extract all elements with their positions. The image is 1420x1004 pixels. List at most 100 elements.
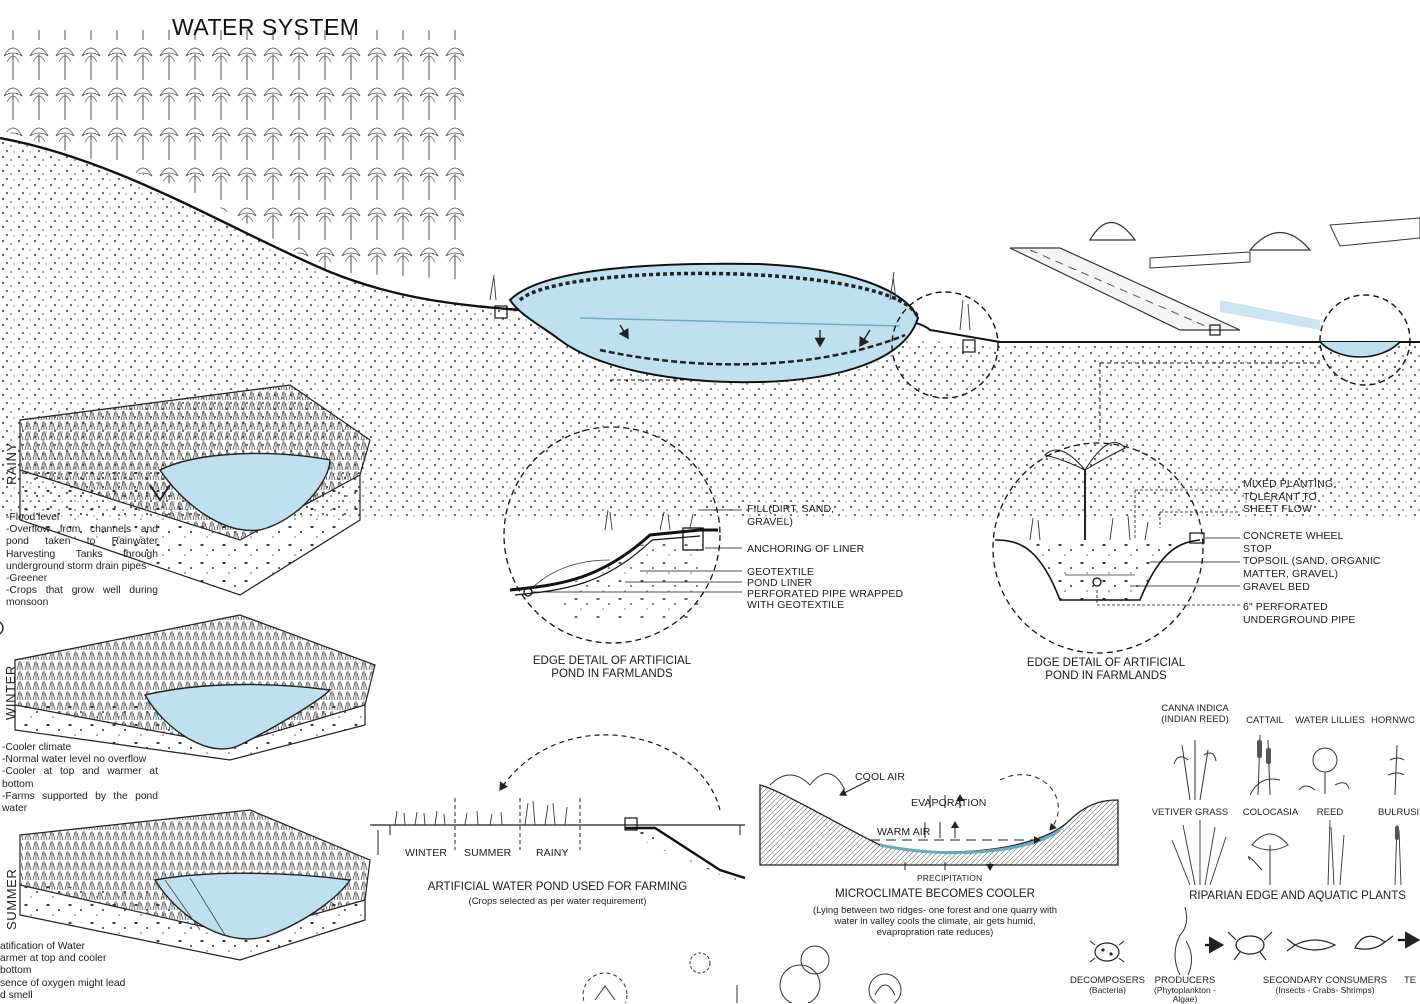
label-fill: FILL(DIRT, SAND, GRAVEL) [747, 503, 835, 528]
note-line: bottom [0, 965, 32, 977]
vetiver-grass-drawing [1171, 820, 1227, 886]
label-evaporation: EVAPORATION [911, 797, 987, 809]
note-line: atification of Water [0, 941, 85, 952]
label-line: UNDERGROUND PIPE [1243, 613, 1356, 626]
edge-detail-left [503, 426, 742, 644]
microclimate-diagram [759, 773, 1119, 870]
label-geotextile: GEOTEXTILE [747, 566, 814, 578]
reed-drawing [1327, 819, 1345, 886]
plant-label-hornwort: HORNWC [1371, 715, 1415, 726]
food-line: DECOMPOSERS [1070, 975, 1145, 986]
label-line: STOP [1243, 542, 1272, 555]
subcaption-microclimate: (Lying between two ridges- one forest an… [775, 905, 1095, 938]
season-notes-summer: atification of Water armer at top and co… [0, 941, 160, 1002]
note-line: d smell [0, 989, 33, 1001]
season-block-summer [19, 809, 371, 961]
season-block-rainy [19, 384, 371, 596]
label-line: TOLERANT TO [1243, 490, 1317, 503]
note-line: armer at top and cooler [0, 953, 107, 965]
food-chain-decomposers: DECOMPOSERS (Bacteria) [1060, 975, 1155, 995]
label-line: MATTER, GRAVEL) [1243, 567, 1339, 580]
label-line: 6" PERFORATED [1243, 601, 1328, 613]
plant-line: (INDIAN REED) [1161, 714, 1229, 725]
crab-icon [1227, 931, 1273, 961]
note-line: -Cooler at top and warmer at bottom [2, 766, 158, 790]
label-line: MIXED PLANTING [1243, 478, 1334, 490]
plant-label-bulrush: BULRUSI [1378, 807, 1420, 818]
note-line: sence of oxygen might lead [0, 977, 126, 989]
caption-line: POND IN FARMLANDS [1045, 670, 1167, 682]
label-line: SHEET FLOW [1243, 503, 1313, 515]
caption-line: EDGE DETAIL OF ARTIFICIAL [1026, 657, 1186, 669]
pond [508, 262, 920, 384]
food-chain-secondary-consumers: SECONDARY CONSUMERS (Insects - Crabs- Sh… [1255, 975, 1395, 995]
food-chain [1089, 906, 1420, 976]
crop-label-rainy: RAINY [536, 847, 569, 859]
colocasia-drawing [1248, 833, 1289, 885]
food-line: SECONDARY CONSUMERS [1262, 975, 1388, 986]
page-title: WATER SYSTEM [172, 14, 360, 40]
plant-line: CANNA INDICA [1161, 703, 1229, 714]
food-line: (Phytoplankton - [1154, 985, 1216, 995]
season-notes-winter: -Cooler climate -Normal water level no o… [2, 742, 158, 815]
note-line: -Normal water level no overflow [2, 754, 147, 766]
bacteria-icon [1089, 940, 1125, 963]
caption-microclimate: MICROCLIMATE BECOMES COOLER [835, 888, 1035, 900]
season-label-winter: WINTER [3, 665, 18, 720]
farming-pond-diagram [370, 734, 746, 885]
crop-label-winter: WINTER [405, 847, 448, 859]
label-underground-pipe: 6" PERFORATED UNDERGROUND PIPE [1243, 601, 1355, 626]
caption-aquatic-plants: RIPARIAN EDGE AND AQUATIC PLANTS [1189, 890, 1406, 902]
food-line: PRODUCERS [1154, 975, 1216, 986]
note-line: -Flood level [6, 512, 60, 523]
plant-label-colocasia: COLOCASIA [1242, 807, 1299, 818]
food-chain-tertiary: TE [1404, 975, 1417, 986]
label-perforated-pipe: PERFORATED PIPE WRAPPED [747, 588, 904, 600]
note-line: -Farms supported by the pond water [2, 790, 158, 815]
plant-label-vetiver-grass: VETIVER GRASS [1151, 807, 1229, 818]
season-label-summer: SUMMER [4, 868, 19, 930]
algae-icon [1174, 906, 1192, 976]
lobster-icon [1286, 938, 1337, 952]
label-concrete-wheel-stop: CONCRETE WHEEL STOP [1243, 530, 1344, 555]
season-notes-rainy: -Flood level -Overflow from channels and… [6, 512, 158, 610]
bottom-partial-drawings [0, 621, 902, 1003]
water-lillies-drawing [1298, 747, 1350, 794]
season-label-rainy: RAINY [4, 442, 19, 485]
food-line: Algae) [1172, 994, 1198, 1004]
caption-edge-detail-left: EDGE DETAIL OF ARTIFICIAL POND IN FARMLA… [512, 655, 712, 681]
label-cool-air: COOL AIR [855, 771, 906, 783]
caption-line: POND IN FARMLANDS [551, 668, 673, 680]
plant-label-reed: REED [1316, 807, 1344, 818]
sub-line: water in valley cools the climate, air g… [834, 916, 1036, 927]
label-gravel-bed: GRAVEL BED [1243, 581, 1310, 593]
plant-label-canna-indica: CANNA INDICA (INDIAN REED) [1150, 703, 1240, 725]
bulrush-drawing [1394, 824, 1402, 886]
note-line: -Cooler climate [2, 742, 72, 753]
plant-label-cattail: CATTAIL [1246, 715, 1284, 726]
food-line: (Bacteria) [1089, 985, 1126, 995]
note-line: -Greener [6, 573, 48, 585]
shrimp-icon [1354, 935, 1394, 950]
season-block-winter [14, 614, 376, 761]
label-anchoring: ANCHORING OF LINER [747, 543, 865, 555]
plant-label-water-lillies: WATER LILLIES [1295, 715, 1365, 726]
label-pond-liner: POND LINER [747, 577, 813, 589]
sub-line: evapropration rate reduces) [876, 927, 994, 938]
label-topsoil: TOPSOIL (SAND, ORGANIC MATTER, GRAVEL) [1243, 555, 1381, 580]
sub-line: (Lying between two ridges- one forest an… [812, 905, 1058, 916]
label-precipitation: PRECIPITATION [917, 873, 983, 883]
cattail-drawing [1249, 734, 1281, 796]
caption-line: EDGE DETAIL OF ARTIFICIAL [532, 655, 692, 667]
aquatic-plants [1171, 734, 1405, 886]
label-warm-air: WARM AIR [877, 826, 931, 838]
crop-label-summer: SUMMER [464, 847, 512, 859]
label-line: CONCRETE WHEEL [1243, 530, 1344, 542]
label-mixed-planting: MIXED PLANTING TOLERANT TO SHEET FLOW [1243, 478, 1333, 516]
caption-farming-pond: ARTIFICIAL WATER POND USED FOR FARMING [427, 881, 688, 893]
note-line: -Overflow from channels and pond taken t… [6, 524, 158, 572]
canna-indica-drawing [1173, 740, 1217, 801]
label-perforated-pipe-2: WITH GEOTEXTILE [747, 599, 845, 611]
landscape-section [0, 30, 1420, 520]
food-chain-producers: PRODUCERS (Phytoplankton - Algae) [1145, 975, 1225, 1004]
